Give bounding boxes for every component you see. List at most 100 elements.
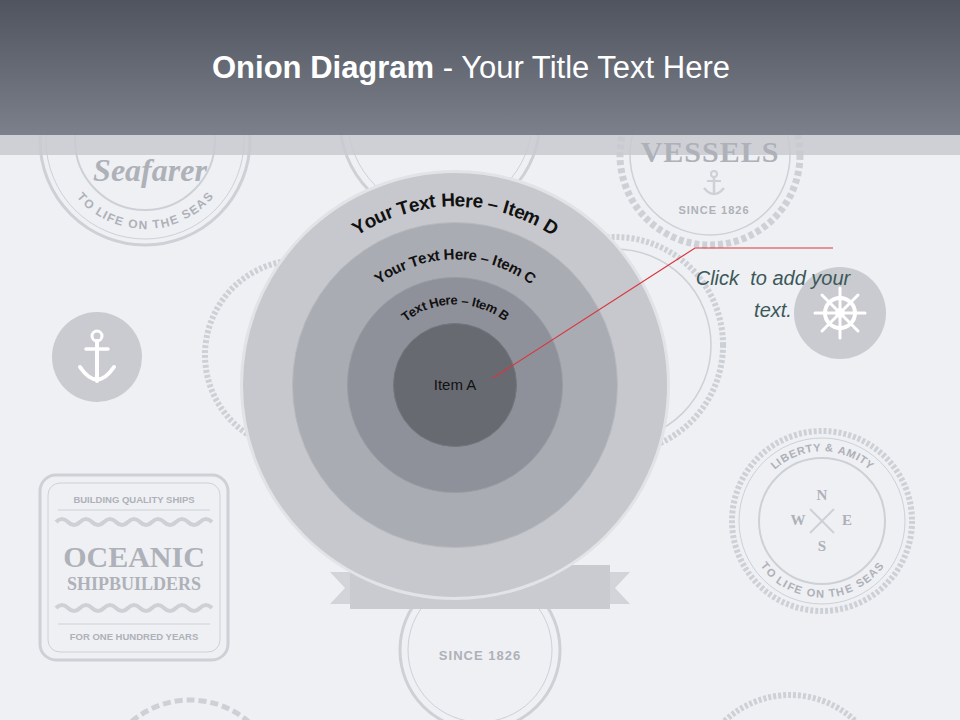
arc-glyph xyxy=(535,212,549,231)
arc-glyph: x xyxy=(417,192,431,213)
arc-glyph: o xyxy=(360,210,379,232)
arc-glyph: D xyxy=(540,215,562,238)
arc-glyph xyxy=(821,442,824,453)
arc-glyph xyxy=(148,219,152,231)
arc-glyph xyxy=(833,444,838,455)
arc-glyph: S xyxy=(180,207,193,221)
arc-glyph: e xyxy=(450,293,457,306)
arc-glyph: T xyxy=(398,308,412,323)
arc-glyph: O xyxy=(764,566,778,580)
watermark-text: SINCE 1826 xyxy=(678,204,749,217)
arc-glyph xyxy=(494,305,504,318)
arc-glyph: S xyxy=(201,190,215,204)
arc-glyph: e xyxy=(471,191,484,211)
arc-glyph: Y xyxy=(372,268,389,286)
header-bar xyxy=(0,0,960,135)
arc-glyph xyxy=(403,255,412,270)
arc-glyph: H xyxy=(159,216,170,230)
arc-glyph xyxy=(467,295,473,308)
arc-glyph xyxy=(176,211,184,223)
arc-glyph xyxy=(122,216,128,228)
arc-glyph: M xyxy=(845,447,858,461)
arc-glyph xyxy=(457,294,461,307)
arc-glyph: S xyxy=(854,577,866,590)
arc-glyph: L xyxy=(93,205,106,219)
arc-glyph: – xyxy=(460,294,469,308)
arc-glyph: F xyxy=(785,580,796,593)
arc-glyph: E xyxy=(793,584,804,597)
arc-glyph: O xyxy=(127,217,138,230)
arc-glyph: e xyxy=(511,201,528,222)
arc-glyph xyxy=(771,572,780,582)
arc-glyph: x xyxy=(425,248,436,264)
arc-glyph: I xyxy=(491,253,500,269)
arc-glyph: H xyxy=(427,295,439,310)
arc-glyph: E xyxy=(860,572,873,585)
arc-glyph: I xyxy=(101,209,110,221)
arc-glyph: R xyxy=(795,445,806,458)
arc-glyph: E xyxy=(187,203,200,217)
core-label: Item A xyxy=(393,323,517,447)
arc-glyph: x xyxy=(412,301,424,316)
arc-glyph: F xyxy=(105,211,117,225)
arc-glyph: T xyxy=(758,560,771,572)
arc-glyph: L xyxy=(775,575,787,588)
arc-glyph: e xyxy=(437,294,446,308)
arc-glyph: N xyxy=(816,588,824,599)
watermark-text: VESSELS xyxy=(641,135,780,170)
arc-glyph: Y xyxy=(813,442,821,454)
arc-glyph: u xyxy=(371,205,389,227)
ring-disc xyxy=(394,324,517,447)
arc-glyph: H xyxy=(440,190,454,210)
arc-glyph: A xyxy=(194,197,208,212)
arc-glyph: B xyxy=(779,451,791,465)
watermark-text: BUILDING QUALITY SHIPS xyxy=(73,495,194,506)
arc-glyph xyxy=(435,191,442,210)
arc-glyph xyxy=(487,251,495,267)
arc-glyph: e xyxy=(416,250,428,267)
watermark-text: LIBERTY & AMITY xyxy=(729,428,915,614)
arc-glyph xyxy=(90,203,100,215)
arc-glyph: t xyxy=(434,247,441,263)
arc-glyph: S xyxy=(872,560,885,573)
arc-glyph: r xyxy=(382,202,396,222)
slide-title: Onion Diagram - Your Title Text Here xyxy=(0,46,942,90)
arc-glyph: e xyxy=(477,297,488,312)
arc-glyph xyxy=(825,588,829,599)
arc-glyph: e xyxy=(454,190,465,209)
arc-glyph: – xyxy=(479,249,491,266)
arc-glyph: L xyxy=(769,459,781,472)
arc-glyph: I xyxy=(854,452,862,463)
compass-letter: S xyxy=(818,538,826,555)
arc-glyph: T xyxy=(395,197,411,219)
arc-glyph: t xyxy=(495,254,505,270)
arc-glyph: T xyxy=(152,218,161,231)
arc-glyph: t xyxy=(506,199,518,219)
arc-glyph: T xyxy=(75,190,89,204)
ring-disc xyxy=(348,278,563,493)
arc-glyph xyxy=(850,581,858,592)
arc-glyph: – xyxy=(486,194,500,215)
arc-glyph: e xyxy=(406,194,421,215)
title-part: - Your Title Text Here xyxy=(434,50,730,85)
watermark-text: TO LIFE ON THE SEAS xyxy=(729,428,915,614)
shipbuilders-badge xyxy=(40,475,228,660)
watermark-text: Seafarer xyxy=(93,152,207,189)
watermark-text: SHIPBUILDERS xyxy=(67,574,201,595)
ring-disc xyxy=(293,223,618,548)
arc-glyph: e xyxy=(405,304,418,319)
ring-disc xyxy=(242,172,669,599)
watermark-text: FOR ONE HUNDRED YEARS xyxy=(70,632,199,643)
arc-glyph: Y xyxy=(349,215,370,238)
arc-glyph: A xyxy=(837,444,848,457)
compass-badge xyxy=(732,431,912,611)
arc-glyph xyxy=(496,196,506,216)
arc-glyph: T xyxy=(804,443,813,455)
onion-ring: Your Text Here – Item CText Here – Item … xyxy=(292,222,618,548)
arc-glyph: O xyxy=(81,196,96,211)
onion-ring: Your Text Here – Item DYour Text Here – … xyxy=(240,170,670,600)
onion-ring: Text Here – Item BItem A xyxy=(347,277,563,493)
arc-glyph: T xyxy=(857,454,869,467)
arc-glyph: & xyxy=(825,442,834,454)
compass-letter: N xyxy=(817,487,828,504)
